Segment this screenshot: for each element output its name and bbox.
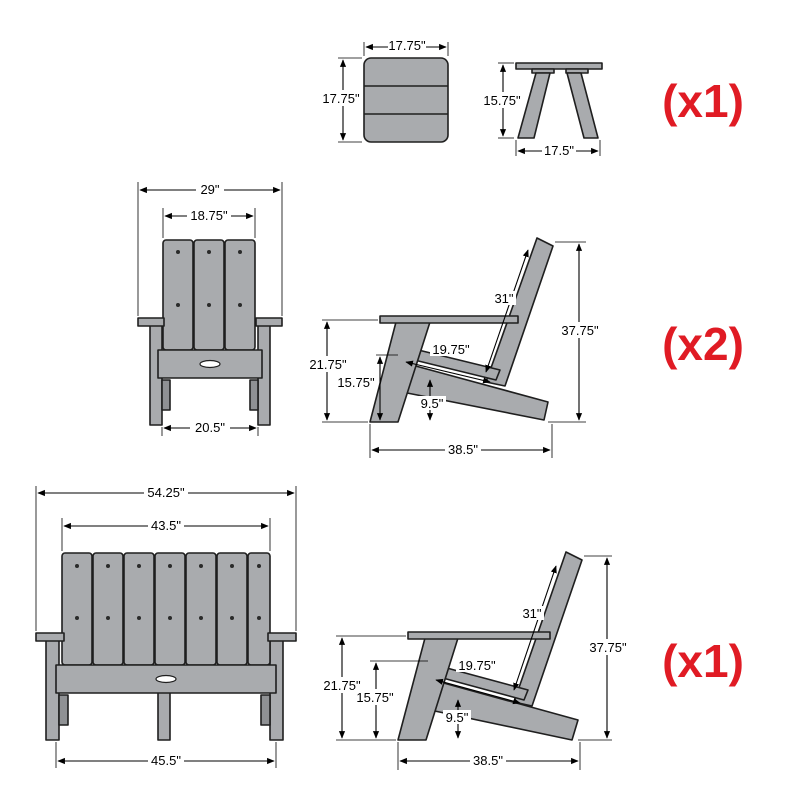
side-table-top-view: 17.75" 17.75" (320, 38, 449, 143)
chair-overall-depth-label: 38.5" (448, 442, 478, 457)
chair-arm-height-label: 21.75" (309, 357, 347, 372)
chair-back-slat (224, 239, 256, 351)
loveseat-arm-height-label: 21.75" (323, 678, 361, 693)
loveseat-arm-left (35, 632, 65, 642)
table-top-side (515, 62, 603, 70)
chair-quantity: (x2) (662, 318, 744, 370)
chair-side-view: 21.75" 15.75" 9.5" 19.75" 31" 37.75" 38.… (307, 237, 602, 458)
chair-back-width-label: 18.75" (190, 208, 228, 223)
loveseat-back-slat (61, 552, 93, 666)
chair-front-view: 29" 18.75" 20.5" (137, 182, 283, 436)
loveseat-front-view: 54.25" 43.5" 45.5" (35, 485, 297, 768)
loveseat-rear-leg (260, 694, 271, 726)
chair-back-slat (162, 239, 194, 351)
loveseat-back-slat (154, 552, 186, 666)
loveseat-back (61, 552, 271, 666)
table-leg-left (517, 72, 551, 139)
loveseat-back-width-label: 43.5" (151, 518, 181, 533)
chair-side-backrest (485, 237, 554, 387)
chair-overall-width-label: 29" (200, 182, 219, 197)
chair-rear-leg (249, 379, 259, 411)
chair-seat-width-label: 20.5" (195, 420, 225, 435)
chair-logo-plate (199, 359, 221, 369)
chair-arm-right (255, 317, 283, 327)
loveseat-center-leg (157, 689, 171, 741)
chair-back-length-label: 31" (494, 291, 513, 306)
loveseat-overall-height-label: 37.75" (589, 640, 627, 655)
loveseat-back-length-line (513, 565, 557, 691)
side-table-group: 17.75" 17.75" 15.75" 17.5" (320, 38, 744, 158)
table-top-depth-label: 17.75" (322, 91, 360, 106)
loveseat-back-slat (247, 552, 271, 666)
chair-seat-depth-label: 19.75" (432, 342, 470, 357)
chair-side-arm (379, 315, 519, 324)
side-table-side-view: 15.75" 17.5" (482, 62, 603, 158)
loveseat-back-slat (123, 552, 155, 666)
loveseat-back-slat (216, 552, 248, 666)
chair-seat-height-label: 15.75" (337, 375, 375, 390)
loveseat-back-slat (185, 552, 217, 666)
loveseat-seat-depth-line (435, 678, 521, 705)
loveseat-side-view: 21.75" 15.75" 9.5" 19.75" 31" 37.75" 38.… (321, 551, 630, 770)
chair-arm-left (137, 317, 165, 327)
loveseat-logo-plate (155, 674, 177, 684)
table-leg-right (566, 72, 599, 139)
side-table-quantity: (x1) (662, 75, 744, 127)
loveseat-seat-rise-label: 9.5" (446, 710, 469, 725)
chair-back-length-line (485, 249, 529, 373)
table-top-square (363, 57, 449, 143)
loveseat-quantity: (x1) (662, 635, 744, 687)
loveseat-back-length-label: 31" (522, 606, 541, 621)
table-top-width-label: 17.75" (388, 38, 426, 53)
loveseat-overall-depth-label: 38.5" (473, 753, 503, 768)
loveseat-seat-apron (55, 664, 277, 694)
loveseat-arm-right (267, 632, 297, 642)
loveseat-side-arm (407, 631, 551, 640)
loveseat-side-backrest (513, 551, 583, 707)
chair-rear-leg (161, 379, 171, 411)
chair-back-slat (193, 239, 225, 351)
chair-seat-rise-label: 9.5" (421, 396, 444, 411)
loveseat-overall-width-label: 54.25" (147, 485, 185, 500)
chair-overall-height-label: 37.75" (561, 323, 599, 338)
loveseat-back-slat (92, 552, 124, 666)
loveseat-seat-height-label: 15.75" (356, 690, 394, 705)
loveseat-rear-leg (58, 694, 69, 726)
loveseat-seat-width-label: 45.5" (151, 753, 181, 768)
chair-seat-depth-line (405, 360, 491, 384)
loveseat-seat-depth-label: 19.75" (458, 658, 496, 673)
table-side-width-label: 17.5" (544, 143, 574, 158)
table-height-label: 15.75" (483, 93, 521, 108)
